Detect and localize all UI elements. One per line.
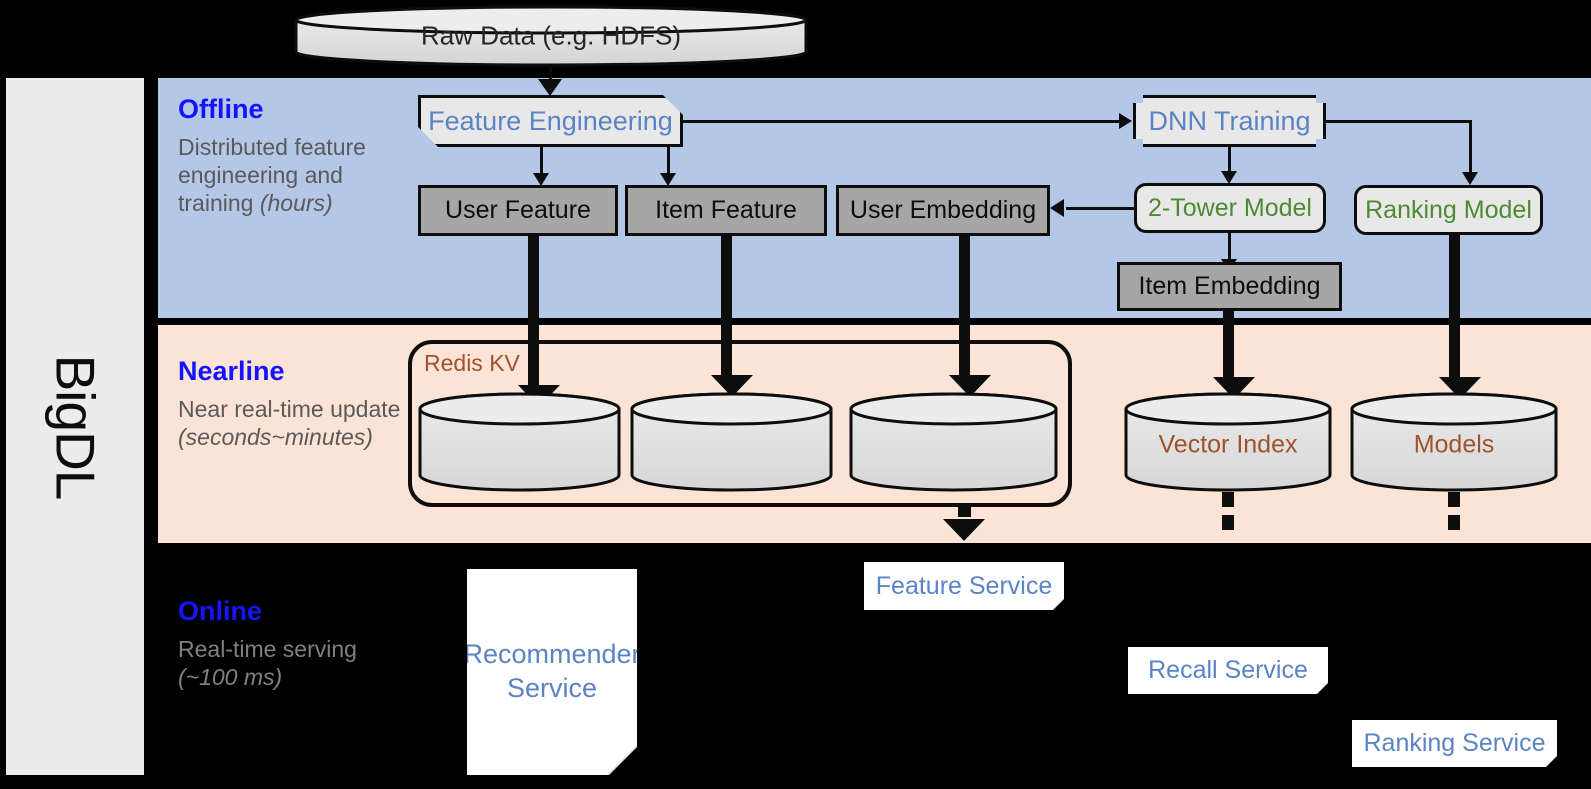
service-ranking[interactable]: Ranking Service <box>1352 720 1557 767</box>
nearline-desc: Near real-time update (seconds~minutes) <box>178 395 408 451</box>
nearline-title: Nearline <box>178 356 285 386</box>
connector-fe-userfeature <box>540 147 543 175</box>
node-feature-engineering-label: Feature Engineering <box>428 105 673 136</box>
arrowhead-fe-userfeature <box>533 173 549 186</box>
node-user-feature[interactable]: User Feature <box>418 185 618 236</box>
models-cylinder[interactable]: Models <box>1350 392 1558 492</box>
raw-data-cylinder: Raw Data (e.g. HDFS) <box>294 5 808 67</box>
service-ranking-label: Ranking Service <box>1363 729 1546 757</box>
connector-rawdata-fe <box>549 66 552 86</box>
service-feature[interactable]: Feature Service <box>864 562 1064 610</box>
connector-2tower-userembedding <box>1066 207 1136 210</box>
node-user-embedding[interactable]: User Embedding <box>836 185 1050 236</box>
arrowhead-2tower-userembedding <box>1050 199 1064 217</box>
offline-desc-main: Distributed feature engineering and trai… <box>178 134 366 217</box>
dash-vectorindex-recall-2 <box>1222 515 1234 530</box>
online-band-text: Online Real-time serving (~100 ms) <box>178 596 408 691</box>
pipe-itemfeature-store <box>721 236 732 381</box>
pipe-userembedding-store <box>959 236 970 381</box>
arrowhead-itemfeature-store <box>711 375 753 397</box>
dash-redis-featureservice-1 <box>958 503 971 517</box>
vector-index-cylinder[interactable]: Vector Index <box>1124 392 1332 492</box>
dash-models-ranking-1 <box>1448 492 1460 507</box>
connector-2tower-itemembedding <box>1228 233 1231 262</box>
connector-dnn-ranking-v <box>1469 120 1472 174</box>
offline-desc: Distributed feature engineering and trai… <box>178 133 408 217</box>
service-recall[interactable]: Recall Service <box>1128 647 1328 694</box>
online-desc: Real-time serving (~100 ms) <box>178 635 408 691</box>
online-title: Online <box>178 596 263 626</box>
offline-band-text: Offline Distributed feature engineering … <box>178 94 408 217</box>
node-dnn-training-label: DNN Training <box>1148 105 1311 136</box>
service-feature-label: Feature Service <box>875 571 1053 600</box>
node-dnn-training[interactable]: DNN Training <box>1133 95 1326 147</box>
arrowhead-fe-dnn <box>1119 113 1132 129</box>
connector-dnn-ranking-h <box>1326 120 1472 123</box>
arrowhead-userembedding-store <box>949 375 991 397</box>
service-recommender[interactable]: Recommender Service <box>467 569 637 775</box>
store-user-feature-cylinder[interactable] <box>418 392 621 492</box>
connector-fe-dnn <box>683 120 1120 123</box>
online-desc-main: Real-time serving <box>178 636 357 663</box>
offline-desc-em: (hours) <box>259 190 333 217</box>
arrowhead-fe-itemfeature <box>660 173 676 186</box>
dash-models-ranking-2 <box>1448 515 1460 530</box>
node-feature-engineering[interactable]: Feature Engineering <box>418 95 683 147</box>
node-2-tower-model[interactable]: 2-Tower Model <box>1134 183 1326 233</box>
connector-fe-itemfeature <box>667 147 670 175</box>
node-ranking-model-label: Ranking Model <box>1365 195 1532 224</box>
node-user-embedding-label: User Embedding <box>849 196 1037 224</box>
bigdl-sidebar: BigDL <box>6 78 144 775</box>
arrowhead-rawdata-fe <box>538 79 562 96</box>
offline-title: Offline <box>178 94 264 124</box>
node-item-feature[interactable]: Item Feature <box>625 185 827 236</box>
arrowhead-redis-featureservice <box>943 519 985 541</box>
pipe-userfeature-store <box>528 236 539 391</box>
node-2-tower-model-label: 2-Tower Model <box>1148 193 1312 222</box>
nearline-desc-main: Near real-time update <box>178 396 401 423</box>
service-recommender-label: Recommender Service <box>463 639 641 703</box>
connector-dnn-2tower <box>1228 147 1231 173</box>
store-item-feature-cylinder[interactable] <box>630 392 833 492</box>
dash-vectorindex-recall-1 <box>1222 492 1234 507</box>
node-item-feature-label: Item Feature <box>655 196 797 224</box>
nearline-band-text: Nearline Near real-time update (seconds~… <box>178 356 408 451</box>
bigdl-label: BigDL <box>44 354 106 499</box>
redis-kv-label: Redis KV <box>424 350 520 376</box>
online-desc-em: (~100 ms) <box>178 664 283 691</box>
node-user-feature-label: User Feature <box>445 196 591 224</box>
arrowhead-dnn-2tower <box>1221 171 1237 184</box>
node-ranking-model[interactable]: Ranking Model <box>1354 185 1543 235</box>
store-user-embedding-cylinder[interactable] <box>849 392 1058 492</box>
node-item-embedding-label: Item Embedding <box>1138 272 1321 300</box>
pipe-rankingmodel-models <box>1449 235 1460 383</box>
arrowhead-dnn-ranking <box>1462 172 1478 185</box>
nearline-desc-em: (seconds~minutes) <box>178 424 373 451</box>
raw-data-label: Raw Data (e.g. HDFS) <box>420 20 682 51</box>
service-recall-label: Recall Service <box>1148 656 1308 684</box>
redis-kv-container <box>408 340 1072 507</box>
pipe-itemembedding-vectorindex <box>1223 311 1234 383</box>
node-item-embedding[interactable]: Item Embedding <box>1117 262 1342 311</box>
